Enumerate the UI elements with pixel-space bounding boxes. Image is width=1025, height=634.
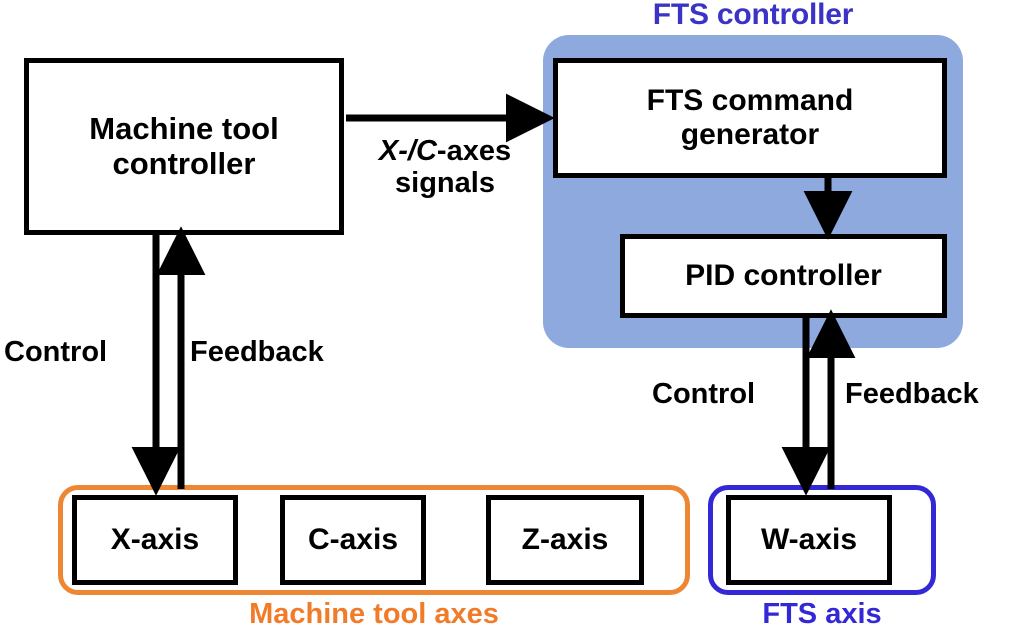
machine-tool-controller-label: Machine tool controller [89, 110, 279, 181]
fts-command-generator-label: FTS command generator [646, 84, 854, 151]
pid-controller-label: PID controller [685, 259, 882, 293]
w-axis-box: W-axis [726, 495, 892, 585]
xc-signals-x: X- [378, 135, 408, 167]
xc-signals-axes: -axes [436, 135, 512, 167]
xc-axes-signals-label: X-/C-axes signals [350, 135, 540, 200]
z-axis-label: Z-axis [521, 523, 609, 556]
c-axis-box: C-axis [280, 495, 426, 585]
right-feedback-label: Feedback [845, 378, 979, 410]
left-control-label: Control [4, 336, 108, 368]
fts-controller-title: FTS controller [652, 0, 854, 31]
left-feedback-label: Feedback [190, 336, 324, 368]
x-axis-label: X-axis [110, 523, 200, 556]
right-control-label: Control [652, 378, 756, 410]
x-axis-box: X-axis [72, 495, 238, 585]
xc-signals-slash: / [407, 135, 416, 167]
fts-command-generator-box: FTS command generator [553, 58, 947, 178]
xc-signals-line2: signals [395, 167, 495, 200]
pid-controller-box: PID controller [620, 234, 947, 318]
xc-signals-c: C [415, 135, 437, 167]
fts-axis-caption: FTS axis [762, 598, 882, 630]
machine-tool-axes-caption: Machine tool axes [249, 598, 499, 630]
machine-tool-controller-box: Machine tool controller [24, 58, 344, 235]
z-axis-box: Z-axis [486, 495, 644, 585]
w-axis-label: W-axis [760, 523, 858, 556]
c-axis-label: C-axis [307, 523, 399, 556]
